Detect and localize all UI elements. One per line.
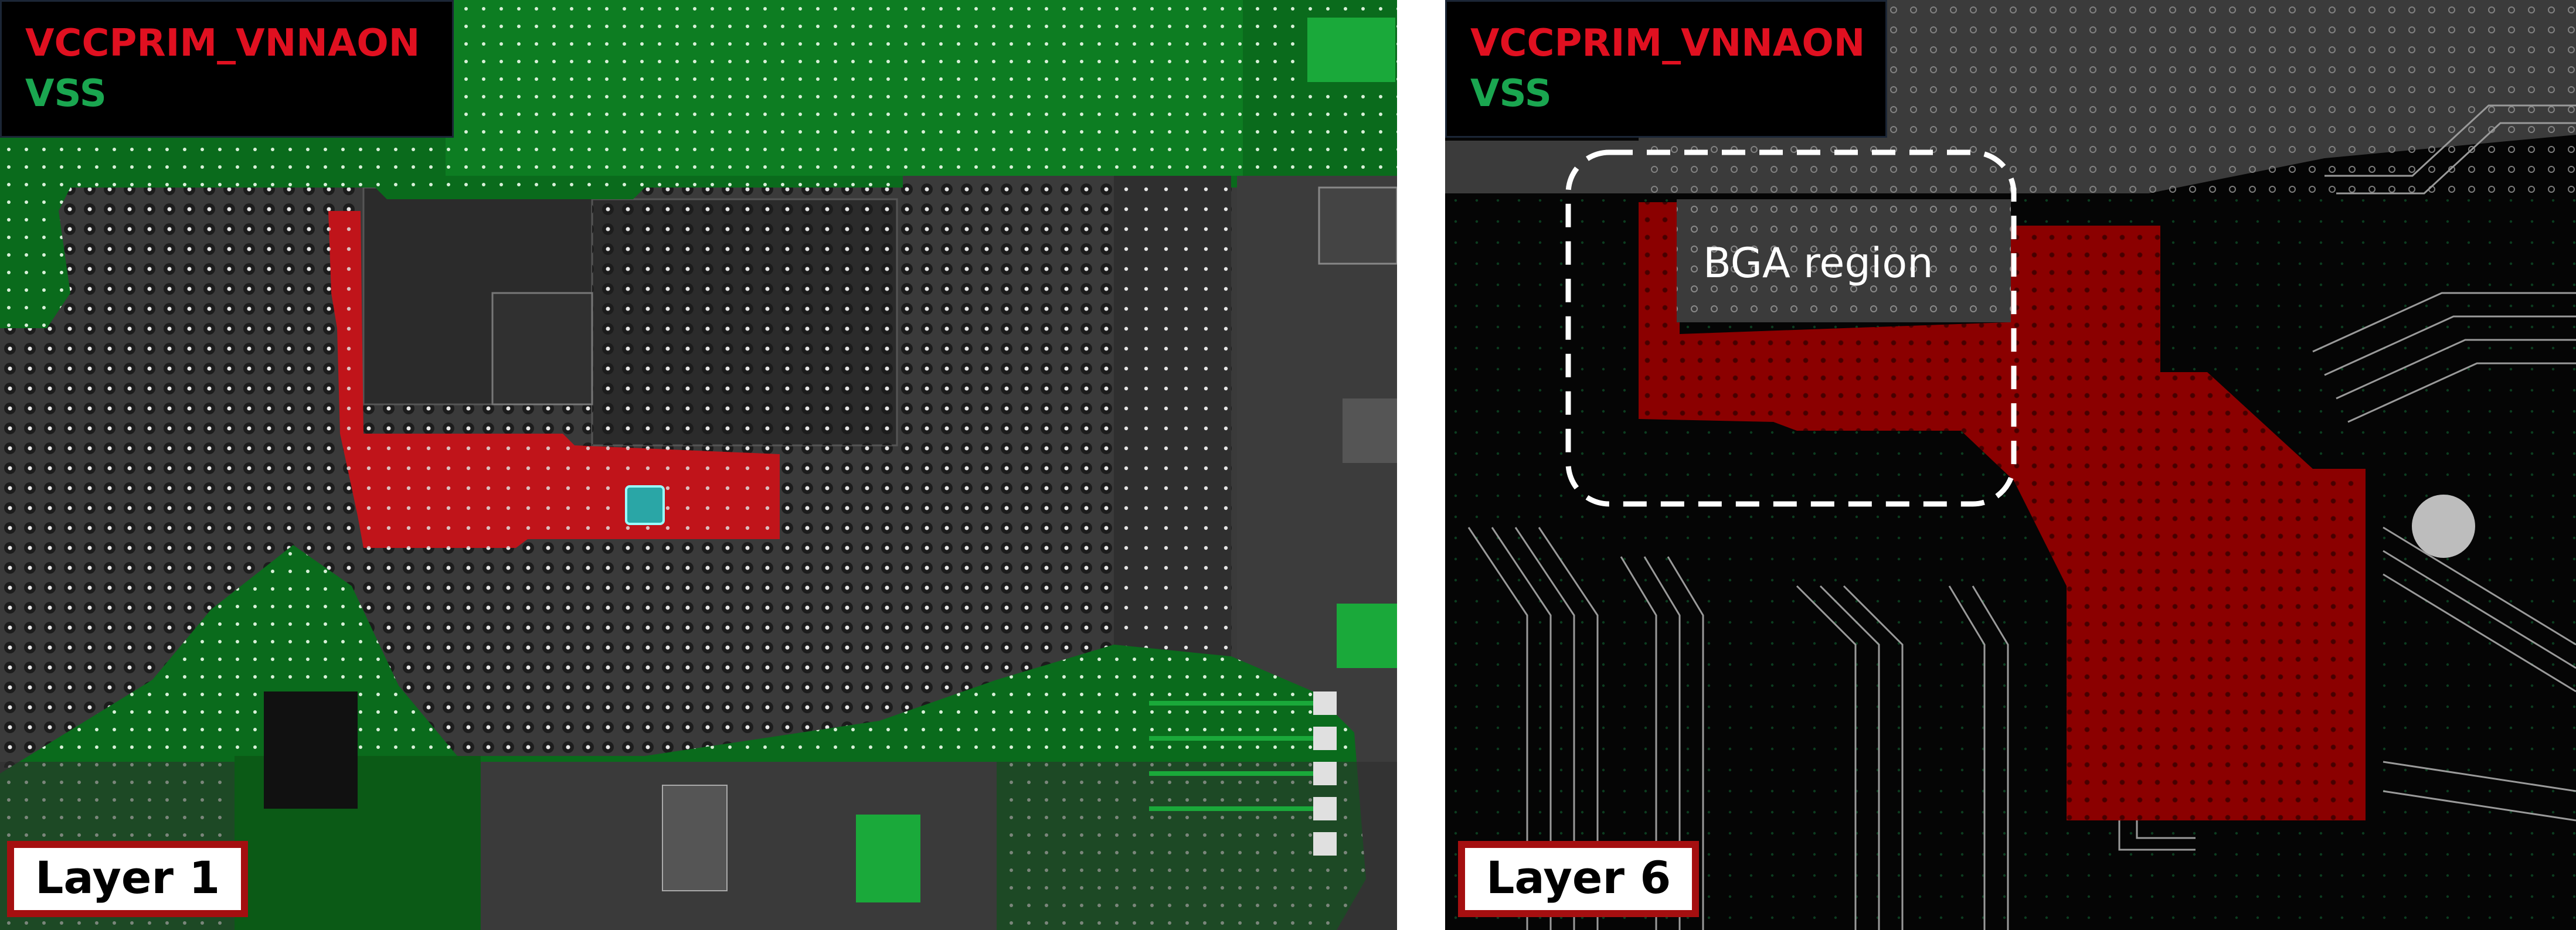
layer-label: Layer 1: [7, 841, 249, 917]
signal-traces: [1467, 104, 2576, 930]
layer-6-copper-view: [1445, 0, 2576, 930]
test-point-component: [625, 485, 665, 525]
mounting-hole: [2412, 495, 2475, 558]
layer-6-panel[interactable]: VCCPRIM_VNNAON VSS BGA region Layer 6: [1445, 0, 2576, 930]
layer-1-panel[interactable]: VCCPRIM_VNNAON VSS Layer 1: [0, 0, 1397, 930]
bga-region-label: BGA region: [1703, 239, 1933, 287]
legend-ground-net: VSS: [1470, 72, 1552, 115]
legend-power-net: VCCPRIM_VNNAON: [1470, 22, 1865, 65]
layer-1-copper-view: [0, 0, 1397, 930]
layer-label: Layer 6: [1458, 841, 1700, 917]
bga-region-outline: [1565, 149, 2017, 507]
legend-power-net: VCCPRIM_VNNAON: [25, 22, 420, 65]
vss-component-pad: [1307, 18, 1395, 82]
net-legend: VCCPRIM_VNNAON VSS: [0, 0, 454, 138]
legend-ground-net: VSS: [25, 72, 107, 115]
net-legend: VCCPRIM_VNNAON VSS: [1445, 0, 1887, 138]
